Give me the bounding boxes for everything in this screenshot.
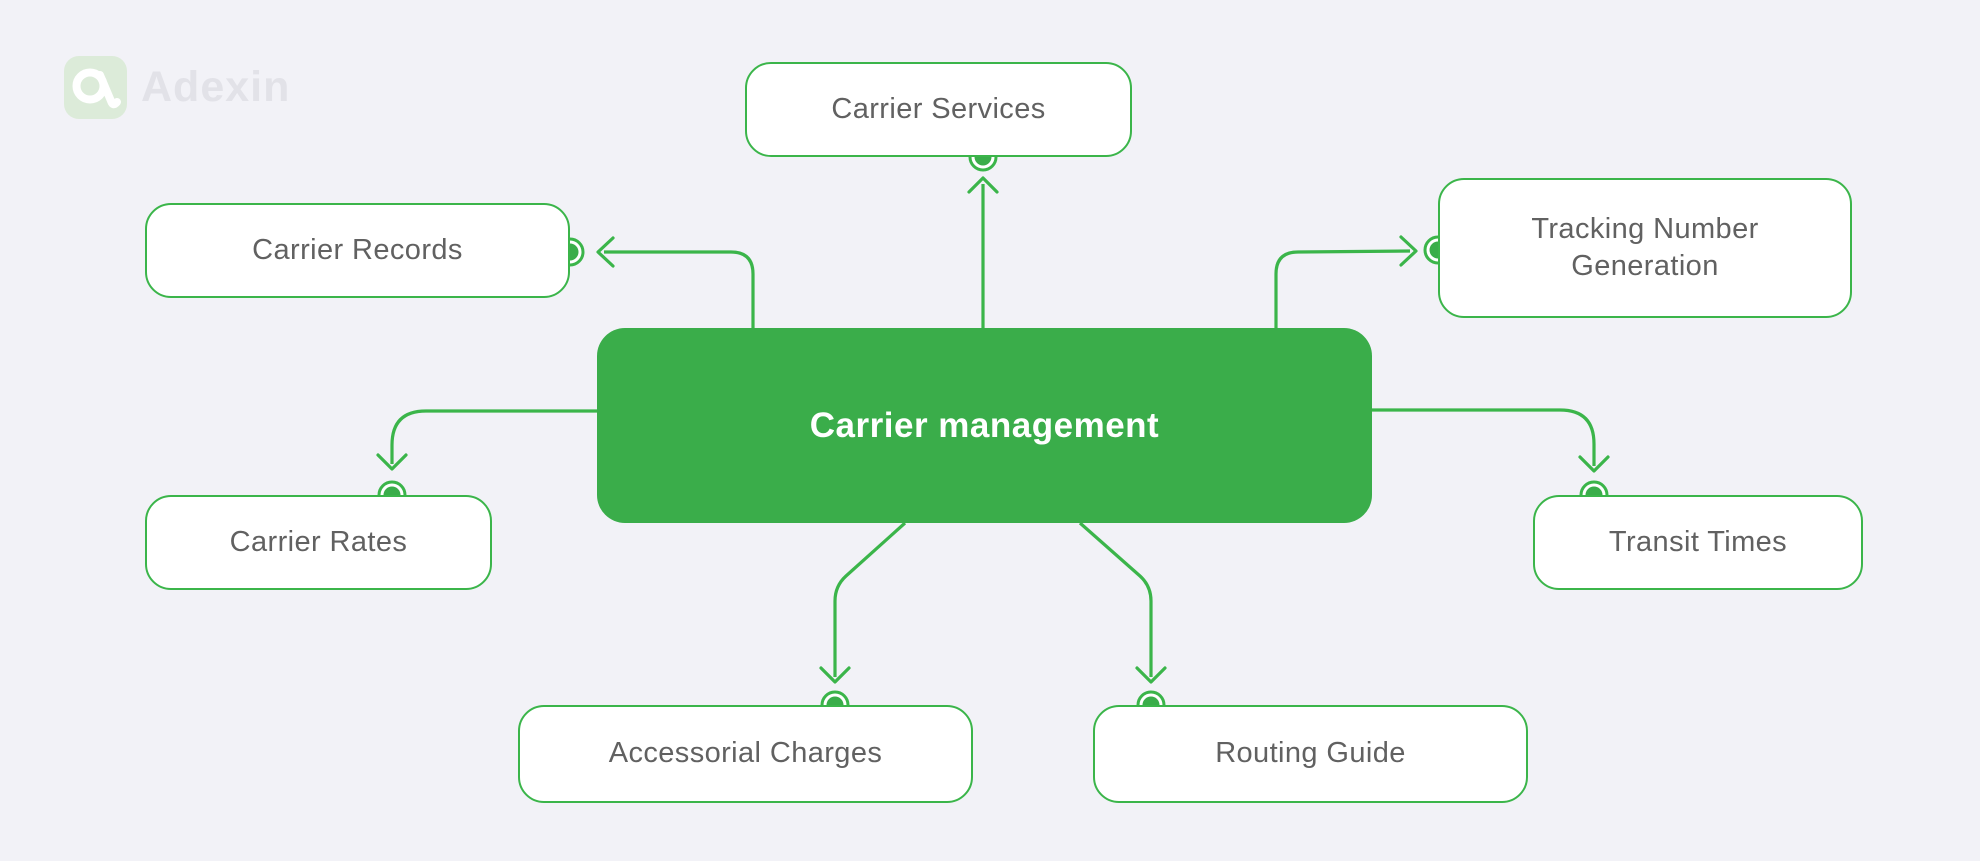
node-label: Carrier Rates xyxy=(229,525,408,558)
adexin-logo-icon xyxy=(64,56,127,119)
node-label: Accessorial Charges xyxy=(608,737,883,770)
connector-transit-times xyxy=(1372,408,1610,473)
connector-tracking-number-generation xyxy=(1274,235,1418,328)
node-carrier-management-hub: Carrier management xyxy=(597,328,1372,523)
hub-label: Carrier management xyxy=(809,405,1160,445)
node-label: Carrier Records xyxy=(252,233,463,266)
node-carrier-rates: Carrier Rates xyxy=(145,495,492,590)
adexin-brand-text: Adexin xyxy=(141,63,291,111)
node-carrier-services: Carrier Services xyxy=(745,62,1132,157)
connector-accessorial-charges xyxy=(819,521,907,684)
connector-routing-guide xyxy=(1078,521,1167,684)
adexin-a-glyph xyxy=(72,68,121,109)
node-transit-times: Transit Times xyxy=(1533,495,1863,590)
node-routing-guide: Routing Guide xyxy=(1093,705,1528,803)
node-label: Tracking Number Generation xyxy=(1531,212,1759,282)
node-label: Carrier Services xyxy=(831,92,1046,125)
node-tracking-number-generation: Tracking Number Generation xyxy=(1438,178,1852,318)
connector-carrier-records xyxy=(596,236,755,328)
node-carrier-records: Carrier Records xyxy=(145,203,570,298)
node-label: Routing Guide xyxy=(1215,737,1406,770)
connector-carrier-services xyxy=(967,176,999,328)
connector-carrier-rates xyxy=(376,409,597,471)
node-accessorial-charges: Accessorial Charges xyxy=(518,705,973,803)
adexin-logo: Adexin xyxy=(64,56,290,119)
node-label: Transit Times xyxy=(1608,525,1788,558)
